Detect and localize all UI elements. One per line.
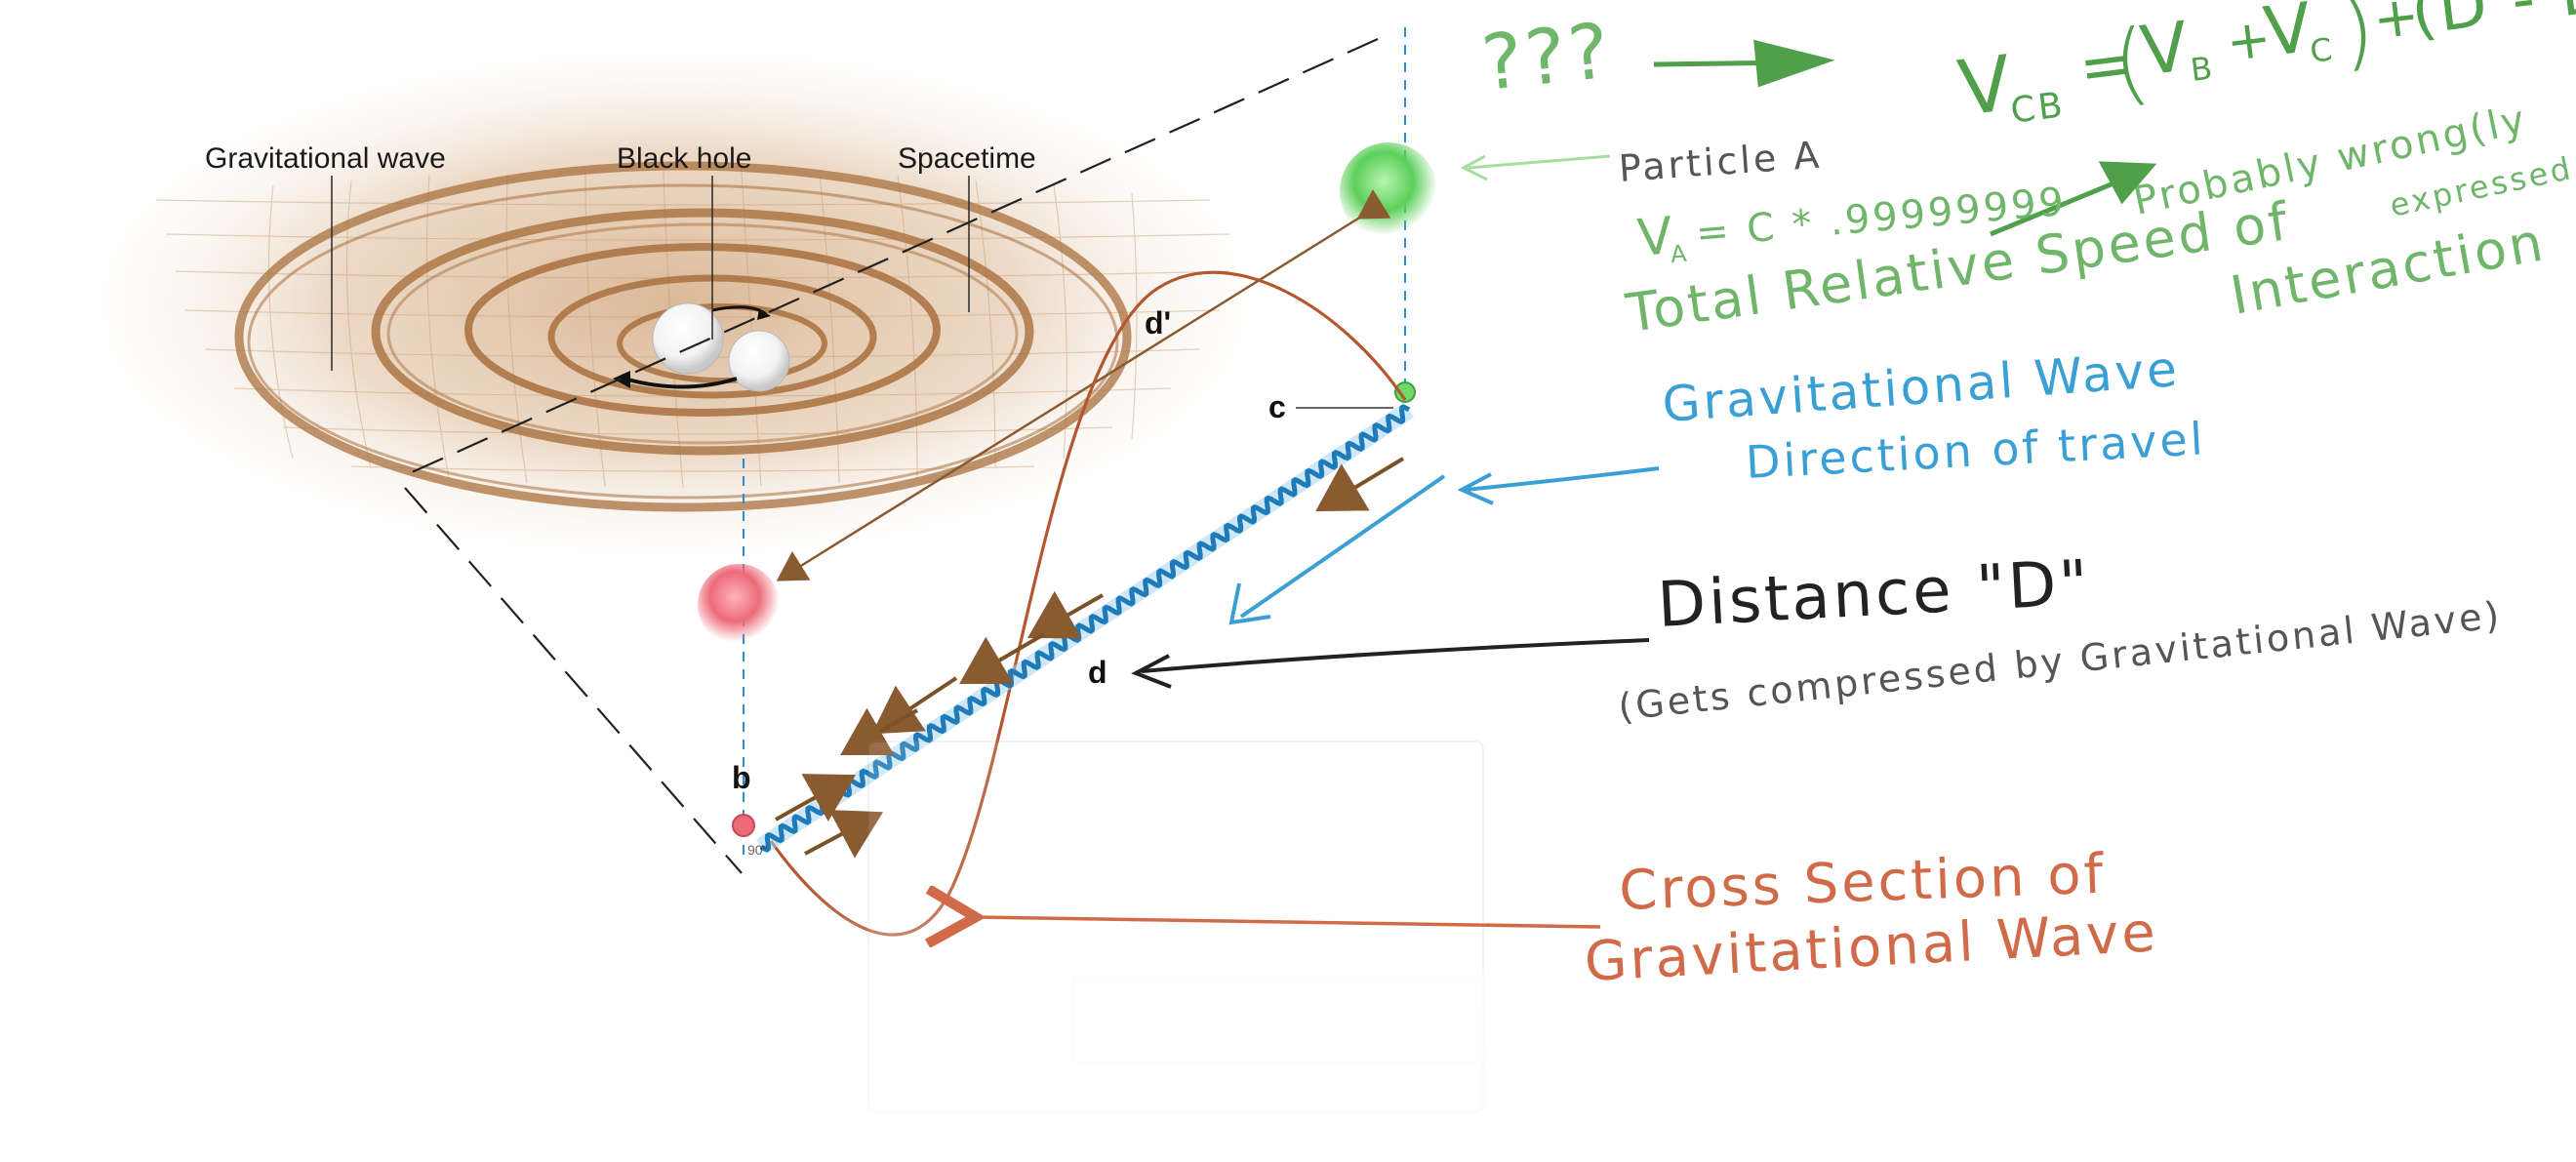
probably-arrow <box>1990 161 2157 237</box>
svg-text:=: = <box>2074 24 2140 106</box>
label-c: c <box>1268 389 1286 424</box>
particle-a-green <box>1340 142 1437 240</box>
point-b-marker <box>732 814 755 837</box>
question-marks: ??? <box>1478 7 1617 107</box>
svg-text:+: + <box>2369 0 2425 53</box>
svg-text:V: V <box>1635 207 1678 268</box>
perspective-frame <box>404 37 1379 874</box>
label-gravitational-wave: Gravitational wave <box>205 142 446 175</box>
beam-direction-arrows <box>775 457 1405 859</box>
black-hole-pair <box>613 302 790 392</box>
orbit-arrow-bottom <box>624 377 738 389</box>
right-angle-label: 90° <box>747 842 768 858</box>
d-prime-line <box>776 188 1391 581</box>
spacetime-background <box>49 29 1298 576</box>
beam-d <box>755 402 1415 855</box>
label-spacetime: Spacetime <box>898 142 1036 175</box>
svg-text:(D - D'): (D - D') <box>2407 0 2576 50</box>
point-c-marker <box>1394 381 1416 403</box>
gw-direction-arrows <box>1228 466 1660 625</box>
svg-text:V: V <box>2136 6 2195 92</box>
distance-label: Distance "D" <box>1656 547 2093 642</box>
svg-text:+: + <box>2223 7 2277 73</box>
cross-section-arrow <box>976 917 1601 927</box>
svg-text:B: B <box>2189 49 2217 89</box>
svg-text:CB: CB <box>2008 85 2067 132</box>
question-arrow <box>1653 39 1835 88</box>
svg-text:V: V <box>1953 40 2019 134</box>
label-black-hole: Black hole <box>617 142 751 175</box>
svg-text:A: A <box>1670 240 1691 269</box>
particle-red <box>698 564 780 646</box>
label-d-prime: d' <box>1145 305 1171 341</box>
svg-text:C: C <box>2308 30 2337 70</box>
particle-a-label: Particle A <box>1618 134 1824 190</box>
label-d: d <box>1088 655 1107 690</box>
distance-arrow <box>1131 638 1650 689</box>
label-b: b <box>732 760 751 795</box>
svg-text:V: V <box>2260 0 2319 72</box>
gw-direction-line2: Direction of travel <box>1745 412 2207 489</box>
particle-a-arrow <box>1460 154 1611 181</box>
